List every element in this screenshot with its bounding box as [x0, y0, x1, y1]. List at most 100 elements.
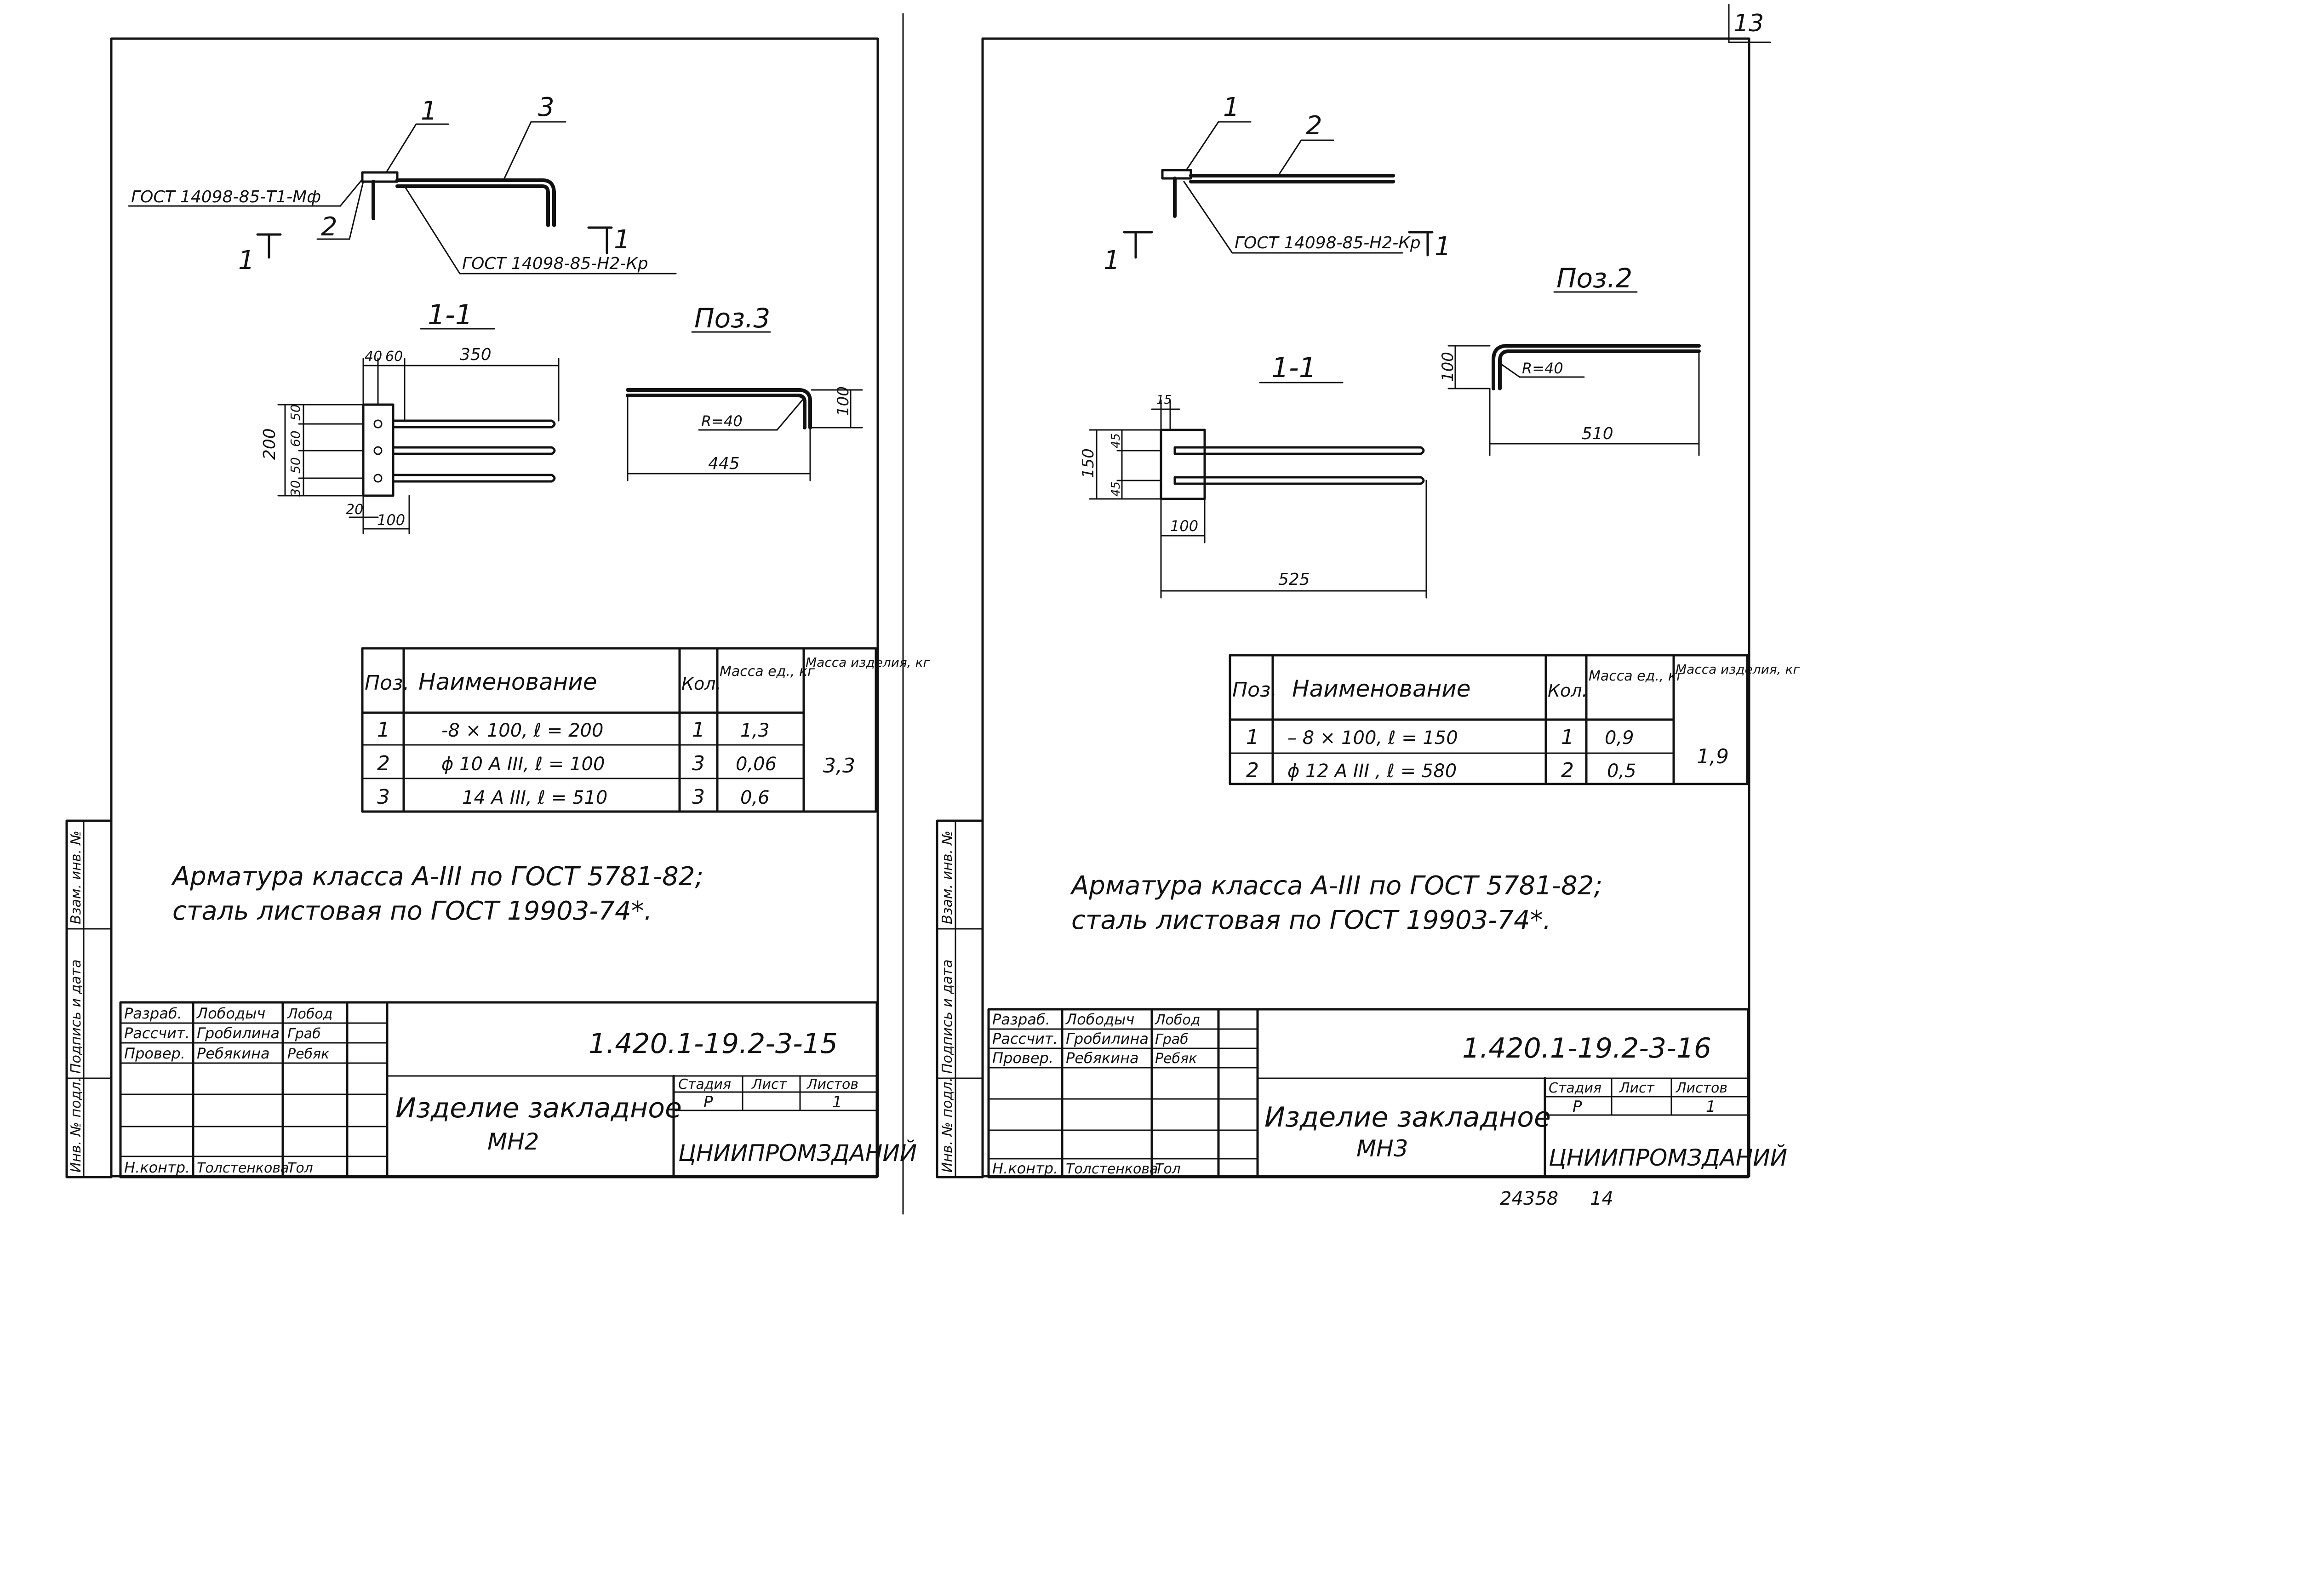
plate-pos1 — [361, 171, 399, 183]
left-dim-200: 200 — [260, 428, 279, 460]
left-signature-3: Ребяк — [287, 1046, 329, 1062]
right-row2-pos: 2 — [1246, 759, 1259, 782]
left-note-line2: сталь листовая по ГОСТ 19903-74*. — [172, 896, 652, 926]
right-section-mark-2: 1 — [1435, 232, 1451, 262]
right-name-1: Лободыч — [1065, 1011, 1134, 1028]
right-th-qty: Кол. — [1548, 681, 1588, 701]
left-stage-value: Р — [703, 1093, 713, 1111]
left-note-line1: Арматура класса А-III по ГОСТ 5781-82; — [171, 862, 703, 892]
left-name-6: Толстенкова — [197, 1160, 289, 1176]
left-item-name-2: МН2 — [487, 1128, 539, 1155]
right-role-2: Рассчит. — [992, 1030, 1058, 1047]
left-th-unit-mass: Масса ед., кг — [720, 664, 815, 680]
left-dim-350: 350 — [460, 345, 492, 364]
left-gost-label: ГОСТ 14098-85-Т1-Мф — [131, 188, 321, 206]
left-th-total-mass: Масса изделия, кг — [806, 655, 930, 670]
right-section-plate — [1160, 429, 1206, 500]
right-frame — [981, 37, 1750, 1178]
right-sheets-value: 1 — [1706, 1098, 1716, 1116]
left-pos3-title: Поз.3 — [694, 303, 770, 334]
left-dim-60b: 60 — [288, 430, 303, 447]
right-th-total-mass: Масса изделия, кг — [1676, 662, 1800, 677]
right-total-mass: 1,9 — [1697, 745, 1729, 768]
right-org: ЦНИИПРОМЗДАНИЙ — [1549, 1144, 1787, 1171]
left-signature-6: Тол — [287, 1160, 313, 1176]
right-side-strip: Взам. инв. № Подпись и дата Инв. № подл. — [936, 819, 984, 1178]
right-row2-mass: 0,5 — [1607, 761, 1636, 782]
right-gost-label: ГОСТ 14098-85-Н2-Кр — [1235, 234, 1421, 252]
left-pos3-dim-445: 445 — [708, 454, 740, 473]
right-th-pos: Поз. — [1232, 678, 1277, 702]
left-side-label-2: Подпись и дата — [68, 960, 84, 1074]
right-plan-view: 1 2 ГОСТ 14098-85-Н2-Кр 1 1 — [1104, 92, 1451, 275]
left-th-qty: Кол. — [681, 674, 721, 694]
right-row1-qty: 1 — [1561, 726, 1574, 749]
left-side-label-1: Взам. инв. № — [68, 830, 84, 924]
left-side-label-3: Инв. № подл. — [68, 1077, 84, 1173]
left-dim-40: 40 — [365, 349, 382, 365]
right-section-title: 1-1 — [1271, 352, 1316, 384]
left-doc-code: 1.420.1-19.2-3-15 — [589, 1028, 838, 1060]
bottom-stamp-number: 24358 — [1500, 1188, 1558, 1209]
right-row1-mass: 0,9 — [1605, 727, 1634, 749]
left-th-pos: Поз. — [365, 671, 409, 695]
right-pos2-dim-100: 100 — [1439, 352, 1457, 382]
left-stage-label: Стадия — [678, 1076, 731, 1093]
left-role-3: Провер. — [124, 1045, 185, 1062]
left-pos3-label: 3 — [538, 92, 555, 122]
right-side-label-3: Инв. № подл. — [939, 1077, 955, 1173]
left-signature-2: Граб — [287, 1026, 321, 1042]
right-role-6: Н.контр. — [992, 1160, 1058, 1177]
right-role-1: Разраб. — [992, 1011, 1050, 1028]
right-th-unit-mass: Масса ед., кг — [1589, 668, 1684, 684]
right-pos2-title: Поз.2 — [1556, 263, 1632, 294]
right-plate-pos1 — [1161, 169, 1192, 180]
left-signature-1: Лобод — [287, 1006, 333, 1022]
left-row3-pos: 3 — [377, 785, 390, 809]
left-sheets-value: 1 — [832, 1093, 842, 1111]
left-total-mass: 3,3 — [823, 754, 855, 778]
left-item-name-1: Изделие закладное — [395, 1092, 682, 1124]
left-sheets-label: Листов — [806, 1076, 858, 1093]
right-sheet: 1 2 ГОСТ 14098-85-Н2-Кр 1 1 Поз.2 100 — [936, 37, 1800, 1209]
left-pos2-label: 2 — [321, 212, 337, 242]
right-pos2-dim-510: 510 — [1582, 424, 1613, 443]
left-section-view: 1-1 40 60 350 — [260, 299, 560, 534]
left-pos3-radius: R=40 — [701, 412, 743, 430]
left-dim-100: 100 — [377, 511, 405, 529]
left-dim-60: 60 — [385, 349, 403, 365]
right-item-name-2: МН3 — [1356, 1135, 1408, 1162]
right-title-block: Разраб. Рассчит. Провер. Н.контр. Лободы… — [987, 1008, 1787, 1178]
left-section-title: 1-1 — [428, 299, 473, 331]
right-sheet-label: Лист — [1619, 1080, 1655, 1096]
right-role-3: Провер. — [992, 1049, 1053, 1067]
corner-page-number: 13 — [1733, 10, 1764, 37]
left-gost-right-label: ГОСТ 14098-85-Н2-Кр — [462, 254, 648, 273]
left-title-block: Разраб. Рассчит. Провер. Н.контр. Лободы… — [119, 1001, 917, 1178]
right-row2-qty: 2 — [1561, 759, 1574, 782]
left-pos3-detail: Поз.3 100 R=40 445 — [626, 303, 863, 481]
right-dim-15: 15 — [1156, 393, 1172, 407]
right-row1-pos: 1 — [1246, 726, 1259, 749]
drawing-sheet: 13 1 3 2 ГОСТ 14098-85-Т1-Мф — [65, 4, 1800, 1215]
right-dim-525: 525 — [1278, 570, 1310, 589]
left-role-2: Рассчит. — [124, 1024, 190, 1042]
left-row3-name: 14 А III, ℓ = 510 — [462, 787, 607, 808]
left-row3-mass: 0,6 — [740, 787, 770, 808]
left-name-3: Ребякина — [197, 1045, 270, 1062]
right-dim-100: 100 — [1170, 517, 1198, 535]
left-dim-50c: 50 — [288, 457, 303, 474]
right-note-line2: сталь листовая по ГОСТ 19903-74*. — [1071, 905, 1551, 935]
right-name-3: Ребякина — [1066, 1049, 1139, 1067]
left-row1-name: -8 × 100, ℓ = 200 — [441, 720, 603, 741]
left-pos1-label: 1 — [421, 96, 437, 126]
right-pos2-radius: R=40 — [1522, 360, 1563, 377]
right-item-name-1: Изделие закладное — [1264, 1101, 1551, 1133]
left-sheet-label: Лист — [751, 1076, 788, 1093]
left-role-6: Н.контр. — [124, 1159, 190, 1176]
left-th-name: Наименование — [418, 669, 597, 695]
right-dim-45a: 45 — [1109, 433, 1123, 448]
right-name-6: Толстенкова — [1066, 1161, 1158, 1177]
right-section-view: 1-1 15 150 45 45 100 525 — [1079, 352, 1427, 599]
left-role-1: Разраб. — [124, 1005, 182, 1022]
